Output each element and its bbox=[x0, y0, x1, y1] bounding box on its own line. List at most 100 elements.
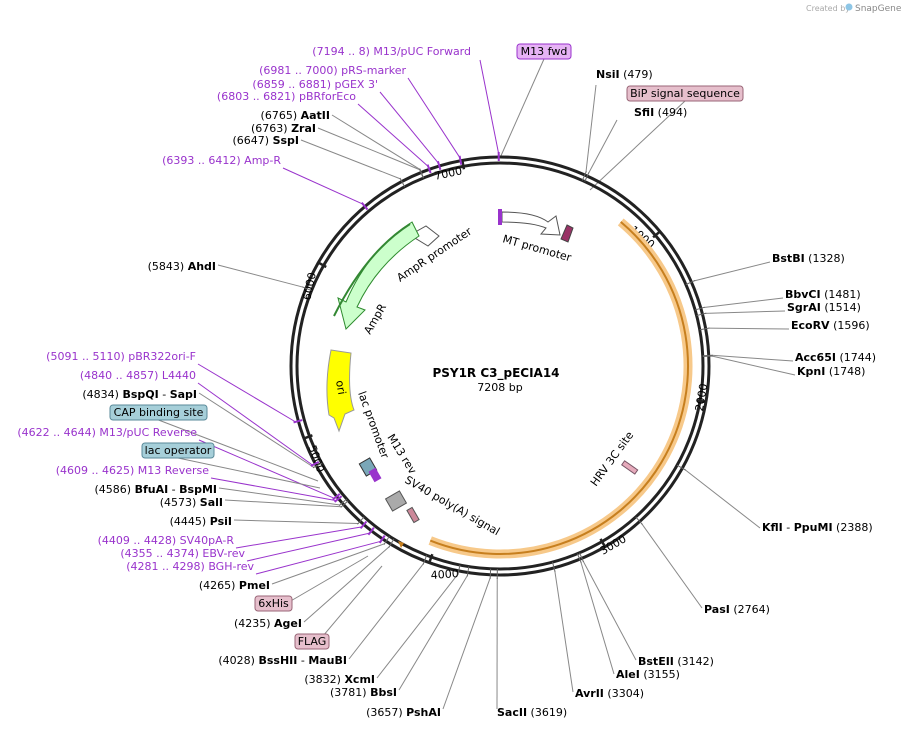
tick-label: 6000 bbox=[300, 271, 319, 301]
boxed-label-text-his: 6xHis bbox=[258, 597, 289, 610]
site-label-bstbi: BstBI (1328) bbox=[772, 252, 845, 265]
tick-mark bbox=[460, 159, 466, 170]
primer-label-amp-r: (6393 .. 6412) Amp-R bbox=[162, 154, 281, 167]
site-mark bbox=[579, 552, 584, 563]
site-mark bbox=[338, 498, 348, 506]
boxed-label-lacop bbox=[141, 442, 215, 459]
leader-line bbox=[197, 382, 313, 466]
boxed-label-text-flag: FLAG bbox=[298, 635, 327, 648]
primer-label-bgh-rev: (4281 .. 4298) BGH-rev bbox=[126, 560, 254, 573]
mt-promoter-feature bbox=[501, 211, 561, 236]
primer-mark bbox=[360, 202, 369, 211]
site-label-psii: (4445) PsiI bbox=[170, 515, 232, 528]
site-label-pasi: PasI (2764) bbox=[704, 603, 770, 616]
leader-line bbox=[348, 563, 424, 660]
leader-line bbox=[158, 419, 319, 482]
lac-promoter-label: lac promoter bbox=[355, 390, 391, 461]
snapgene-logo-icon bbox=[845, 3, 853, 11]
site-mark bbox=[302, 286, 312, 291]
site-mark bbox=[581, 171, 587, 181]
leader-line bbox=[331, 114, 421, 171]
boxed-label-text-cap: CAP binding site bbox=[114, 406, 204, 419]
leader-line bbox=[585, 84, 597, 173]
primer-label-pgex3: (6859 .. 6881) pGEX 3' bbox=[252, 78, 378, 91]
site-label-avrii: AvrII (3304) bbox=[575, 687, 644, 700]
leader-line bbox=[246, 532, 370, 562]
site-label-pmei: (4265) PmeI bbox=[199, 579, 270, 592]
boxed-label-his bbox=[254, 595, 293, 612]
site-mark bbox=[552, 561, 556, 572]
site-label-nsii: NsiI (479) bbox=[596, 68, 653, 81]
ampr-label: AmpR bbox=[361, 301, 389, 336]
ori-label: ori bbox=[333, 379, 348, 395]
leader-line bbox=[407, 77, 461, 159]
leader-line bbox=[177, 457, 321, 489]
leader-line bbox=[218, 487, 340, 506]
leader-line bbox=[580, 561, 615, 675]
leader-line bbox=[300, 139, 401, 180]
primer-label-prs-marker: (6981 .. 7000) pRS-marker bbox=[259, 64, 406, 77]
site-mark bbox=[685, 280, 696, 285]
leader-line bbox=[271, 543, 385, 585]
site-label-bsshii: (4028) BssHII - MauBI bbox=[218, 654, 347, 667]
site-label-sgrai: SgrAI (1514) bbox=[787, 301, 861, 314]
primer-label-l4440: (4840 .. 4857) L4440 bbox=[80, 369, 196, 382]
primer-mark bbox=[359, 520, 368, 530]
leader-line bbox=[282, 167, 364, 205]
site-label-ahdi: (5843) AhdI bbox=[148, 260, 216, 273]
insert-feature-core bbox=[429, 221, 689, 555]
leader-line bbox=[379, 91, 439, 164]
boxed-label-text-m13-fwd: M13 fwd bbox=[521, 45, 568, 58]
site-mark bbox=[357, 516, 365, 525]
site-label-aatii: (6765) AatII bbox=[261, 109, 330, 122]
primer-mark bbox=[293, 419, 303, 424]
site-mark bbox=[676, 464, 687, 471]
site-label-agei: (4235) AgeI bbox=[234, 617, 302, 630]
site-mark bbox=[340, 500, 349, 508]
boxed-label-bip bbox=[626, 85, 744, 102]
site-labels: NsiI (479)SfiI (494)BstBI (1328)BbvCI (1… bbox=[17, 43, 876, 719]
plasmid-size: 7208 bp bbox=[477, 381, 522, 394]
leader-line bbox=[398, 575, 468, 691]
hrv3c-feature bbox=[621, 460, 639, 475]
leader-line bbox=[641, 523, 703, 609]
boxed-label-m13-fwd bbox=[516, 43, 572, 60]
primer-mark bbox=[458, 155, 463, 165]
backbone-inner-ring bbox=[295, 161, 705, 571]
site-mark bbox=[576, 553, 582, 564]
primer-mark bbox=[436, 160, 442, 171]
site-mark bbox=[584, 172, 590, 182]
tick-label: 5000 bbox=[305, 443, 327, 474]
primer-label-pbr322ori: (5091 .. 5110) pBR322ori-F bbox=[46, 350, 196, 363]
leader-line bbox=[711, 355, 796, 376]
site-mark bbox=[399, 177, 406, 188]
leader-line bbox=[357, 103, 429, 167]
site-label-sacii: SacII (3619) bbox=[497, 706, 567, 719]
site-label-ecorv: EcoRV (1596) bbox=[791, 319, 870, 332]
site-mark bbox=[422, 555, 428, 565]
features bbox=[293, 151, 713, 579]
hrv3c-label: HRV 3C site bbox=[588, 429, 636, 489]
primer-label-sv40pa-r: (4409 .. 4428) SV40pA-R bbox=[98, 534, 235, 547]
site-label-zrai: (6763) ZraI bbox=[251, 122, 316, 135]
leader-line bbox=[376, 573, 459, 679]
site-mark bbox=[635, 516, 643, 525]
sv40-polya-label: SV40 poly(A) signal bbox=[403, 473, 503, 538]
leader-line bbox=[197, 363, 296, 423]
primer-label-m13-rev: (4609 .. 4625) M13 Reverse bbox=[56, 464, 209, 477]
leader-line bbox=[210, 477, 337, 502]
primer-label-m13puc-rev: (4622 .. 4644) M13/pUC Reverse bbox=[17, 426, 197, 439]
leader-line bbox=[198, 439, 335, 499]
site-mark bbox=[383, 535, 390, 545]
site-label-kpni: KpnI (1748) bbox=[797, 365, 865, 378]
primer-mark bbox=[367, 527, 375, 536]
ori-feature bbox=[326, 349, 355, 433]
site-label-bbsi: (3781) BbsI bbox=[330, 686, 397, 699]
sv40-polya-feature bbox=[384, 490, 408, 512]
site-label-bfuai: (4586) BfuAI - BspMI bbox=[94, 483, 217, 496]
leader-line bbox=[499, 58, 545, 159]
site-mark bbox=[419, 168, 425, 179]
primer-label-m13puc-fwd: (7194 .. 8) M13/pUC Forward bbox=[312, 45, 471, 58]
credit-prefix: Created by bbox=[806, 4, 850, 13]
leader-line bbox=[589, 100, 686, 191]
